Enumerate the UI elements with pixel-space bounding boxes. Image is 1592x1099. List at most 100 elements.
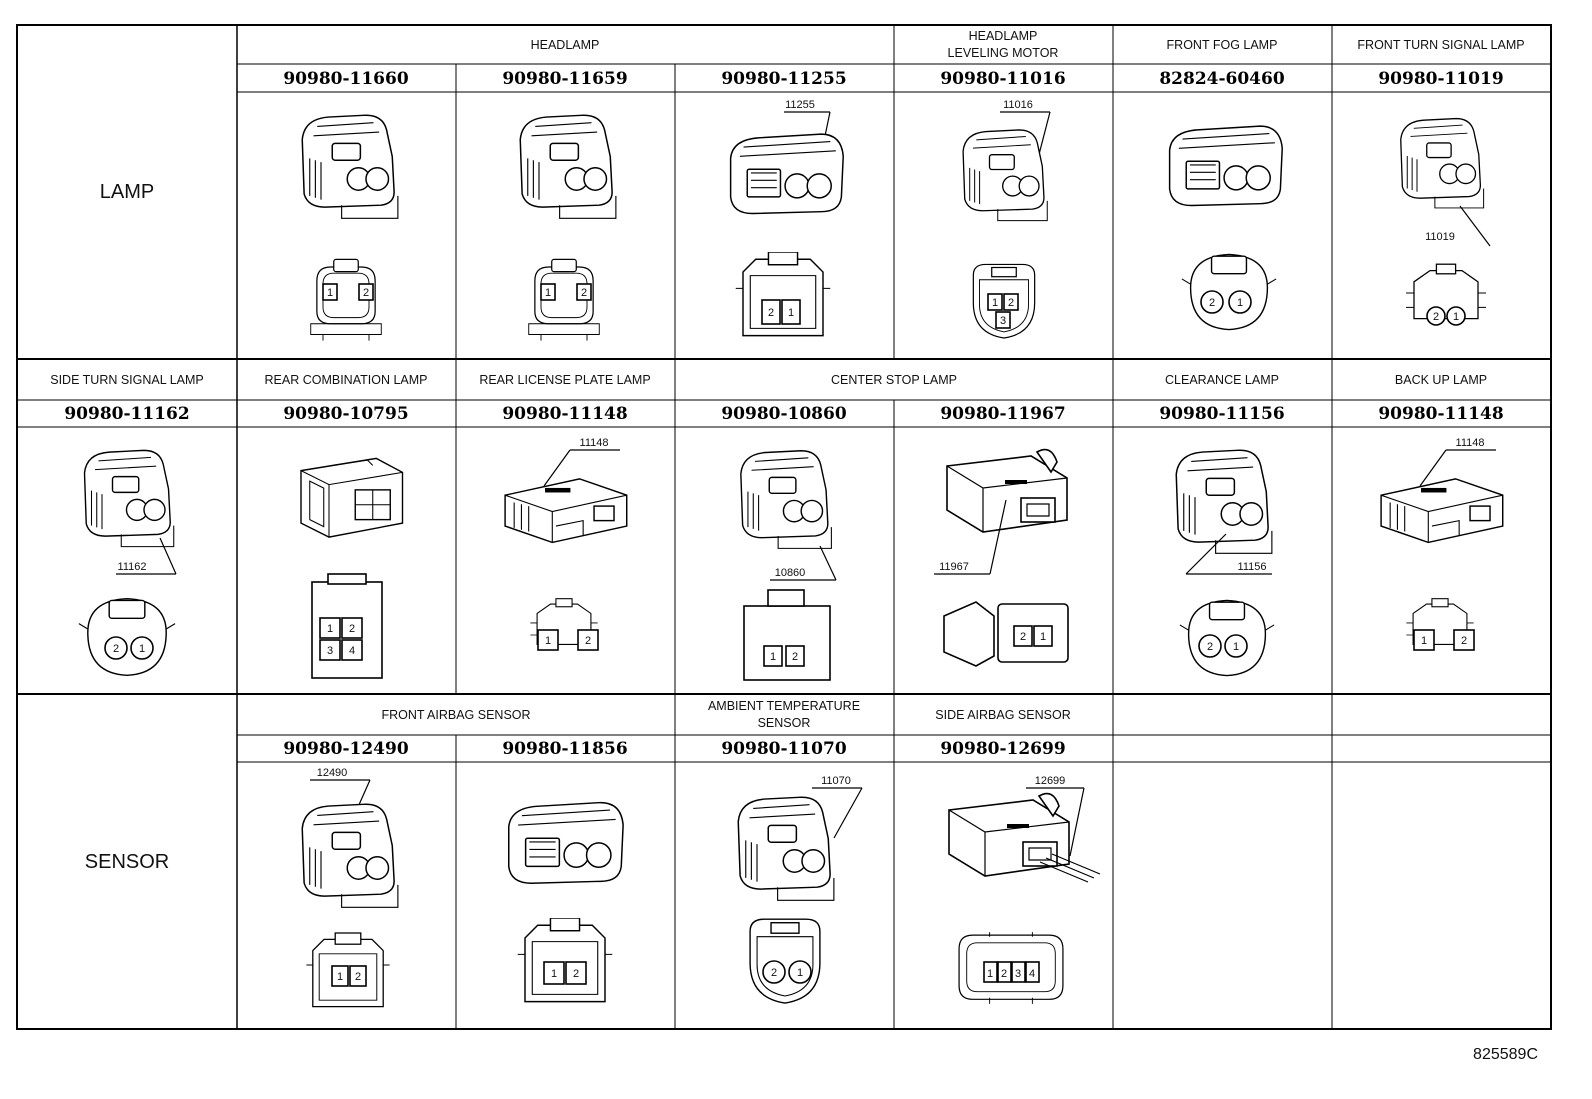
pin-label: 2 [585, 635, 591, 647]
callout-label: 11967 [939, 561, 969, 573]
connector-drawing: 11156 2 1 [1175, 449, 1275, 677]
pin-label: 2 [363, 287, 369, 299]
header-headlamp-leveling-line1: HEADLAMP [969, 29, 1038, 43]
pin-label: 2 [1433, 311, 1439, 323]
pin-label: 1 [139, 643, 145, 655]
callout-label: 11255 [785, 99, 815, 111]
part-number: 90980-12490 [283, 739, 409, 759]
header-side-turn-signal-lamp: SIDE TURN SIGNAL LAMP [50, 373, 204, 387]
header-front-turn-signal-lamp: FRONT TURN SIGNAL LAMP [1357, 38, 1524, 52]
pin-label: 3 [327, 645, 333, 657]
connector-drawing: 11255 2 1 [729, 99, 844, 337]
connector-drawing: 11019 2 1 [1399, 117, 1491, 326]
part-number: 90980-11148 [1378, 404, 1503, 424]
connector-drawing: 12490 1 2 [301, 767, 399, 1008]
callout-label: 11070 [821, 775, 851, 787]
header-side-airbag-sensor: SIDE AIRBAG SENSOR [935, 708, 1070, 722]
pin-label: 1 [545, 635, 551, 647]
callout-label: 12490 [317, 767, 348, 779]
pin-label: 4 [1029, 968, 1035, 980]
connector-drawing: 1 2 [519, 114, 617, 342]
header-back-up-lamp: BACK UP LAMP [1395, 373, 1487, 387]
part-number: 90980-11156 [1159, 404, 1284, 424]
part-number: 82824-60460 [1159, 69, 1285, 89]
pin-label: 2 [1209, 297, 1215, 309]
connector-drawing: 10860 1 2 [740, 449, 837, 681]
header-headlamp: HEADLAMP [531, 38, 600, 52]
pin-label: 4 [349, 645, 355, 657]
part-number: 90980-11019 [1378, 69, 1503, 89]
callout-label: 12699 [1035, 775, 1066, 787]
part-number: 90980-11659 [502, 69, 627, 89]
pin-label: 3 [1015, 968, 1021, 980]
pin-label: 1 [770, 651, 776, 663]
pin-label: 2 [349, 623, 355, 635]
connector-drawing: 1 2 3 4 [300, 457, 404, 679]
callout-label: 11016 [1003, 99, 1033, 111]
pin-label: 1 [797, 967, 803, 979]
part-number: 90980-12699 [940, 739, 1065, 759]
reference-code: 825589C [1473, 1046, 1538, 1063]
pin-label: 1 [327, 623, 333, 635]
pin-label: 1 [987, 968, 993, 980]
header-front-airbag-sensor: FRONT AIRBAG SENSOR [381, 708, 530, 722]
pin-label: 2 [1461, 635, 1467, 647]
pin-label: 2 [1001, 968, 1007, 980]
part-number: 90980-10860 [721, 404, 847, 424]
pin-label: 2 [581, 287, 587, 299]
part-number: 90980-11660 [283, 69, 409, 89]
callout-label: 11148 [580, 437, 609, 449]
header-center-stop-lamp: CENTER STOP LAMP [831, 373, 957, 387]
connector-drawing: 11967 2 1 [934, 448, 1069, 667]
pin-label: 2 [1207, 641, 1213, 653]
pin-label: 1 [327, 287, 333, 299]
header-ambient-temperature-line2: SENSOR [758, 716, 811, 730]
header-front-fog-lamp: FRONT FOG LAMP [1167, 38, 1278, 52]
pin-label: 2 [573, 968, 579, 980]
pin-label: 1 [1233, 641, 1239, 653]
header-rear-combination-lamp: REAR COMBINATION LAMP [265, 373, 428, 387]
pin-label: 2 [768, 307, 774, 319]
pin-label: 2 [1020, 631, 1026, 643]
grid-lines [16, 24, 1552, 1030]
pin-label: 1 [551, 968, 557, 980]
connector-drawing: 2 1 [1168, 125, 1283, 331]
callout-label: 10860 [775, 567, 806, 579]
header-ambient-temperature-line1: AMBIENT TEMPERATURE [708, 699, 860, 713]
pin-label: 2 [355, 971, 361, 983]
part-number: 90980-11162 [64, 404, 189, 424]
group-label-lamp: LAMP [100, 181, 154, 203]
part-number: 90980-11255 [721, 69, 846, 89]
pin-label: 2 [792, 651, 798, 663]
callout-label: 11162 [118, 561, 147, 573]
part-number: 90980-11016 [940, 69, 1065, 89]
part-number: 90980-10795 [283, 404, 408, 424]
callout-label: 11148 [1456, 437, 1485, 449]
connector-drawing: 11162 2 1 [78, 449, 177, 677]
part-number: 90980-11070 [721, 739, 847, 759]
pin-label: 2 [113, 643, 119, 655]
pin-label: 1 [1237, 297, 1243, 309]
header-headlamp-leveling-line2: LEVELING MOTOR [948, 46, 1059, 60]
connector-drawing: 1 2 [301, 114, 399, 342]
pin-label: 1 [545, 287, 551, 299]
callout-label: 11156 [1238, 561, 1267, 573]
pin-label: 2 [1008, 297, 1014, 309]
part-number: 90980-11148 [502, 404, 627, 424]
part-number: 90980-11856 [502, 739, 627, 759]
connector-drawing: 11148 1 2 [1380, 437, 1504, 651]
header-rear-license-plate-lamp: REAR LICENSE PLATE LAMP [479, 373, 650, 387]
header-clearance-lamp: CLEARANCE LAMP [1165, 373, 1279, 387]
connector-drawing: 11070 2 1 [737, 775, 863, 1004]
pin-label: 3 [1000, 315, 1006, 327]
callout-label: 11019 [1425, 231, 1455, 243]
pin-label: 1 [1453, 311, 1459, 323]
pin-label: 1 [1421, 635, 1427, 647]
part-number: 90980-11967 [940, 404, 1065, 424]
pin-label: 2 [771, 967, 777, 979]
connector-drawing: 12699 1 2 3 4 [948, 775, 1101, 1005]
pin-label: 1 [337, 971, 343, 983]
connector-drawing: 1 2 [507, 801, 624, 1003]
pin-label: 1 [788, 307, 794, 319]
